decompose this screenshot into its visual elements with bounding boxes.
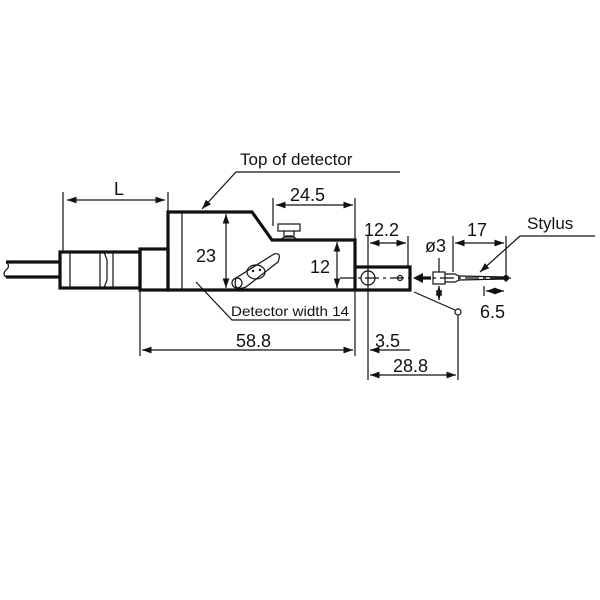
dim-12: 12: [310, 257, 330, 277]
dim-23: 23: [196, 246, 216, 266]
dim-3-5: 3.5: [375, 331, 400, 351]
dim-58-8: 58.8: [236, 331, 271, 351]
detector-body: [166, 210, 412, 292]
dim-12-2: 12.2: [364, 220, 399, 240]
dim-17: 17: [467, 220, 487, 240]
stylus-label: Stylus: [527, 214, 573, 233]
adjust-knob: [277, 223, 301, 241]
dim-28-8: 28.8: [393, 356, 428, 376]
connector: [58, 247, 170, 292]
dimension-lines: [62, 171, 595, 380]
dim-6-5: 6.5: [480, 302, 505, 322]
dim-24-5: 24.5: [290, 185, 325, 205]
detector-width-label: Detector width 14: [231, 303, 349, 319]
top-of-detector-label: Top of detector: [240, 150, 353, 169]
cable: [3, 260, 60, 279]
dim-phi3: ø3: [425, 236, 446, 256]
lever-mechanism: [231, 253, 280, 289]
dim-L: L: [114, 179, 124, 199]
